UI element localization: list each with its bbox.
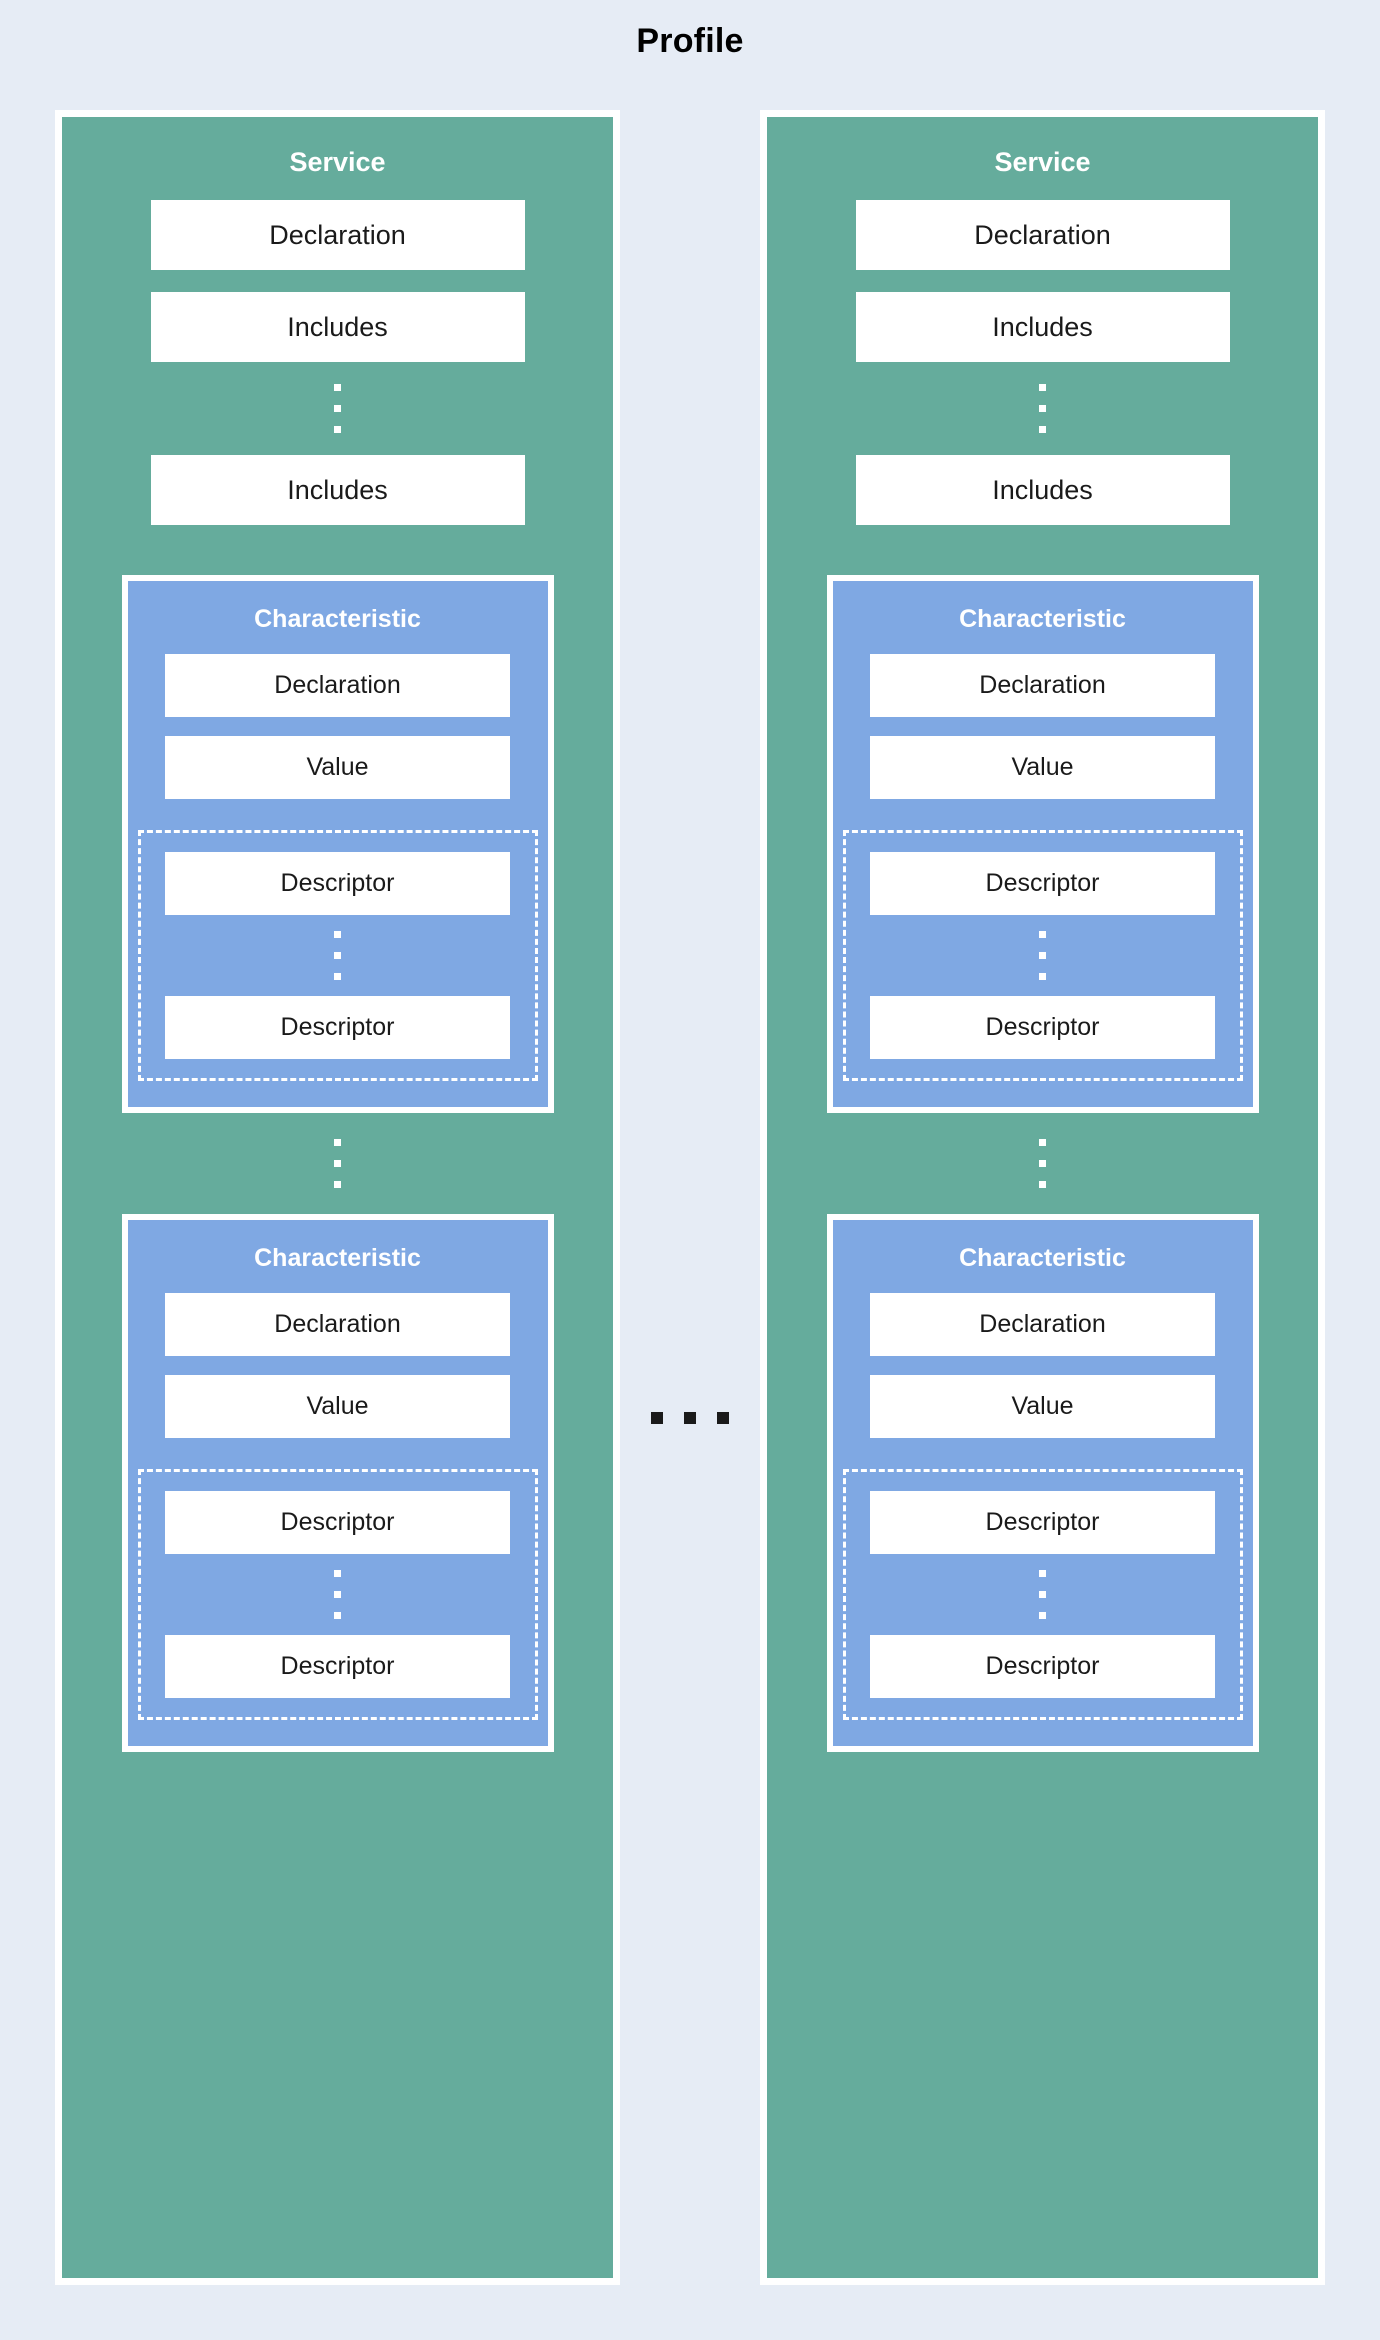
ellipsis-dot — [717, 1411, 729, 1424]
service-includes-box-first: Includes — [855, 292, 1230, 362]
service-title: Service — [994, 147, 1091, 177]
ellipsis-dot — [334, 1160, 341, 1167]
characteristic-value-box: Value — [870, 736, 1215, 799]
ellipsis-dot — [1039, 1612, 1046, 1619]
characteristic-value-box: Value — [870, 1375, 1215, 1438]
vertical-ellipsis-icon-includes — [334, 384, 341, 433]
ellipsis-dot — [1039, 1160, 1046, 1167]
characteristic-title: Characteristic — [959, 1244, 1126, 1272]
characteristic-declaration-box: Declaration — [870, 1293, 1215, 1356]
vertical-ellipsis-icon-descriptors — [1039, 931, 1046, 980]
descriptor-group: Descriptor Descriptor — [137, 830, 538, 1081]
ellipsis-dot — [334, 1139, 341, 1146]
ellipsis-dot — [1039, 426, 1046, 433]
characteristic-value-box: Value — [165, 736, 510, 799]
service-box-0: Service Declaration Includes Includes Ch… — [55, 110, 620, 2285]
services-gap — [620, 110, 760, 2285]
characteristic-declaration-box: Declaration — [870, 654, 1215, 717]
characteristic-value-box: Value — [165, 1375, 510, 1438]
ellipsis-dot — [334, 1612, 341, 1619]
characteristic-box-0-0: Characteristic Declaration Value Descrip… — [121, 575, 554, 1113]
characteristic-title: Characteristic — [959, 605, 1126, 633]
descriptor-box-first: Descriptor — [870, 852, 1215, 915]
ellipsis-dot — [334, 1591, 341, 1598]
service-declaration-box: Declaration — [855, 200, 1230, 270]
vertical-ellipsis-icon-includes — [1039, 384, 1046, 433]
vertical-ellipsis-icon-characteristics — [1039, 1139, 1046, 1188]
ellipsis-dot — [334, 426, 341, 433]
ellipsis-dot — [334, 973, 341, 980]
characteristic-declaration-box: Declaration — [165, 1293, 510, 1356]
service-includes-box-last: Includes — [150, 455, 525, 525]
horizontal-ellipsis-icon-services — [651, 1411, 729, 1424]
descriptor-group: Descriptor Descriptor — [137, 1469, 538, 1720]
ellipsis-dot — [1039, 952, 1046, 959]
service-box-1: Service Declaration Includes Includes Ch… — [760, 110, 1325, 2285]
ellipsis-dot — [334, 952, 341, 959]
service-includes-box-last: Includes — [855, 455, 1230, 525]
descriptor-box-last: Descriptor — [870, 1635, 1215, 1698]
ellipsis-dot — [651, 1411, 663, 1424]
descriptor-box-first: Descriptor — [165, 1491, 510, 1554]
vertical-ellipsis-icon-descriptors — [1039, 1570, 1046, 1619]
service-declaration-box: Declaration — [150, 200, 525, 270]
descriptor-box-last: Descriptor — [870, 996, 1215, 1059]
ellipsis-dot — [1039, 384, 1046, 391]
descriptor-group: Descriptor Descriptor — [842, 1469, 1243, 1720]
ellipsis-dot — [1039, 931, 1046, 938]
service-includes-box-first: Includes — [150, 292, 525, 362]
service-columns: Service Declaration Includes Includes Ch… — [0, 110, 1380, 2285]
ellipsis-dot — [334, 405, 341, 412]
vertical-ellipsis-icon-characteristics — [334, 1139, 341, 1188]
ellipsis-dot — [1039, 973, 1046, 980]
ellipsis-dot — [334, 384, 341, 391]
ellipsis-dot — [1039, 405, 1046, 412]
descriptor-box-last: Descriptor — [165, 996, 510, 1059]
characteristic-title: Characteristic — [254, 1244, 421, 1272]
service-title: Service — [289, 147, 386, 177]
descriptor-box-first: Descriptor — [870, 1491, 1215, 1554]
characteristic-title: Characteristic — [254, 605, 421, 633]
ellipsis-dot — [1039, 1570, 1046, 1577]
characteristic-box-1-1: Characteristic Declaration Value Descrip… — [826, 1214, 1259, 1752]
ellipsis-dot — [684, 1411, 696, 1424]
vertical-ellipsis-icon-descriptors — [334, 1570, 341, 1619]
descriptor-box-last: Descriptor — [165, 1635, 510, 1698]
characteristic-declaration-box: Declaration — [165, 654, 510, 717]
characteristic-box-0-1: Characteristic Declaration Value Descrip… — [121, 1214, 554, 1752]
descriptor-group: Descriptor Descriptor — [842, 830, 1243, 1081]
page-title: Profile — [636, 22, 744, 60]
ellipsis-dot — [334, 931, 341, 938]
descriptor-box-first: Descriptor — [165, 852, 510, 915]
ellipsis-dot — [334, 1181, 341, 1188]
vertical-ellipsis-icon-descriptors — [334, 931, 341, 980]
ellipsis-dot — [334, 1570, 341, 1577]
ellipsis-dot — [1039, 1591, 1046, 1598]
ellipsis-dot — [1039, 1139, 1046, 1146]
ellipsis-dot — [1039, 1181, 1046, 1188]
characteristic-box-1-0: Characteristic Declaration Value Descrip… — [826, 575, 1259, 1113]
